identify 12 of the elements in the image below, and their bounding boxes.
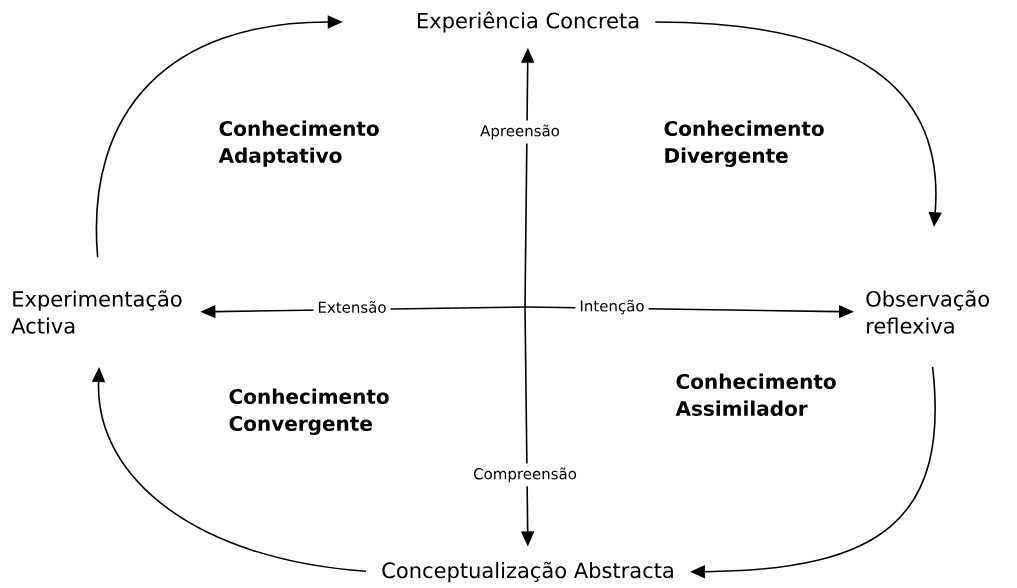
edge-label: Compreensão [469,463,581,487]
quadrant-label: Conhecimento Assimilador [675,373,836,416]
edge-label: Intenção [575,295,649,319]
stage-label: Experimentação Activa [11,290,182,334]
quadrant-label: Conhecimento Convergente [229,388,389,436]
edge-label: Extensão [313,297,391,317]
quadrant-label: Conhecimento Divergente [664,120,824,168]
edge-label: Apreensão [476,120,564,144]
stage-label: Conceptualização Abstracta [382,561,673,583]
stage-label: Experiência Concreta [418,11,639,33]
stage-label: Observação reflexiva [866,290,989,334]
quadrant-label: Conhecimento Adaptativo [218,120,379,167]
